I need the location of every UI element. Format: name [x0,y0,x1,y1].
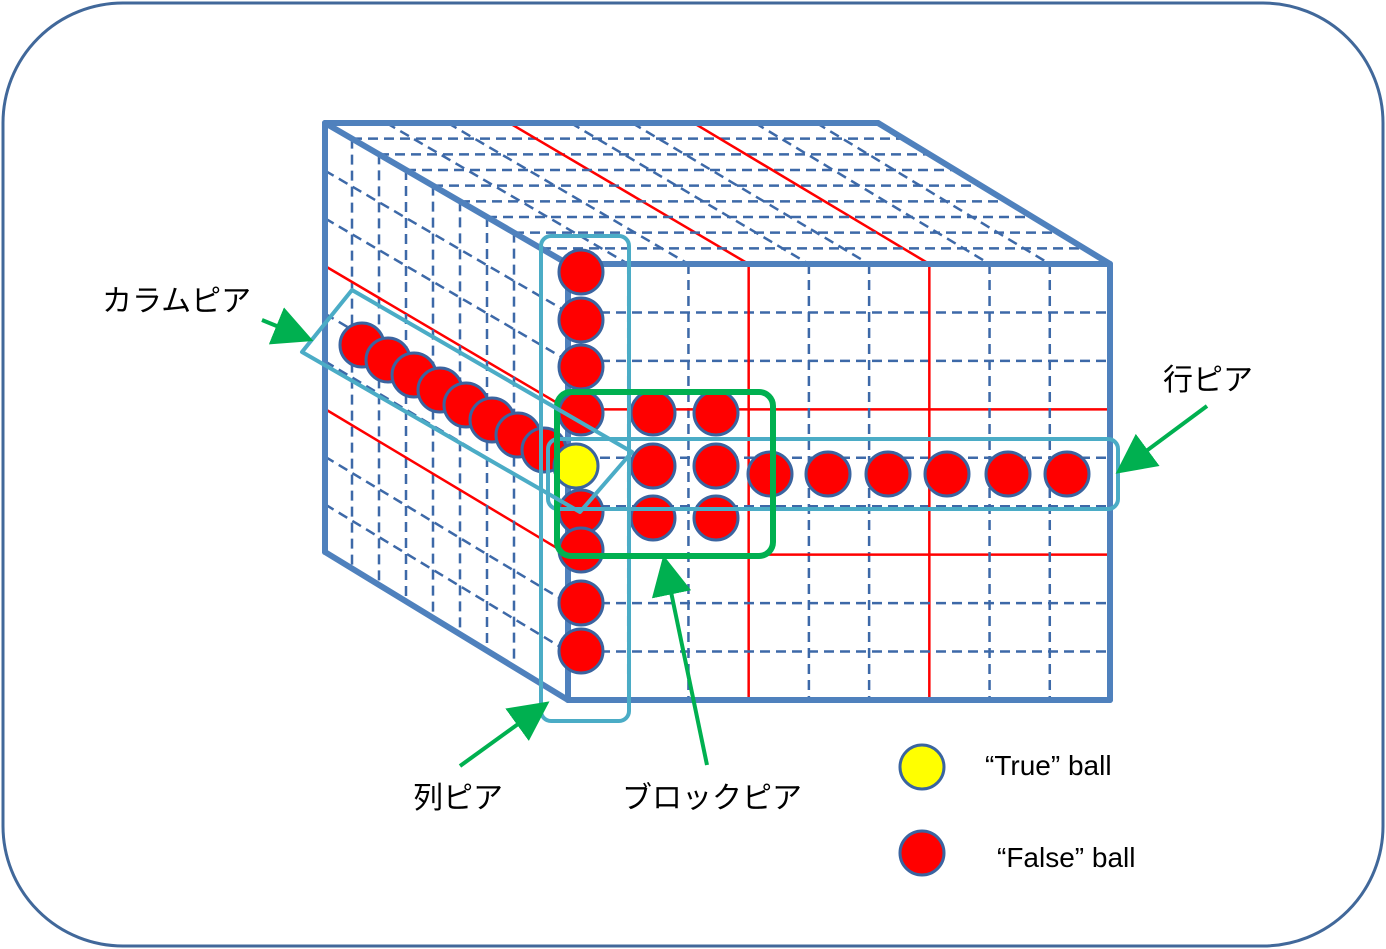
legend-false-ball [898,829,946,877]
column-peer-arrow [261,307,314,345]
col-peer-ball [557,627,605,675]
top-box-line [508,121,750,266]
col-peer-arrow [458,701,550,768]
col-peer-ball [557,296,605,344]
block-peer-ball [692,442,740,490]
cube-edge [322,549,571,703]
block-peer-arrow [651,555,709,766]
row-peer-ball [984,450,1032,498]
col-peer-ball [557,343,605,391]
row-peer-ball [864,450,912,498]
row-peer-label: 行ピア [1163,363,1253,398]
block-peer-ball [692,389,740,437]
row-peer-ball [804,450,852,498]
top-grid-line [815,121,1051,266]
col-peer-label: 列ピア [413,781,503,816]
block-peer-ball [629,442,677,490]
top-grid-line [447,121,690,266]
top-grid-line [385,121,629,266]
col-peer-ball [557,526,605,574]
block-peer-label: ブロックピア [622,781,802,816]
top-grid-line [570,121,810,266]
column-peer-label: カラムピア [102,284,251,319]
block-peer-ball [629,494,677,542]
arrows [261,307,1209,768]
col-peer-ball [557,579,605,627]
top-grid-line [754,121,991,266]
cube-edge [875,120,1113,267]
row-peer-outline [546,437,1120,511]
col-peer-outline [539,234,631,723]
cube-edge [322,120,571,267]
top-grid-line [631,121,870,266]
balls [338,248,1091,675]
side-box-line [324,264,569,411]
side-box-line [324,407,569,556]
col-peer-ball [557,248,605,296]
row-peer-ball [1043,450,1091,498]
legend-true-label: “True” ball [985,750,1112,781]
row-peer-arrow [1115,404,1209,474]
block-peer-ball [629,389,677,437]
block-peer-ball [692,494,740,542]
true-ball [552,442,600,490]
column-peer-outline [300,288,634,514]
legend-false-label: “False” ball [997,842,1135,873]
top-box-line [693,121,930,266]
legend-true-ball [898,743,946,791]
row-peer-ball [923,450,971,498]
